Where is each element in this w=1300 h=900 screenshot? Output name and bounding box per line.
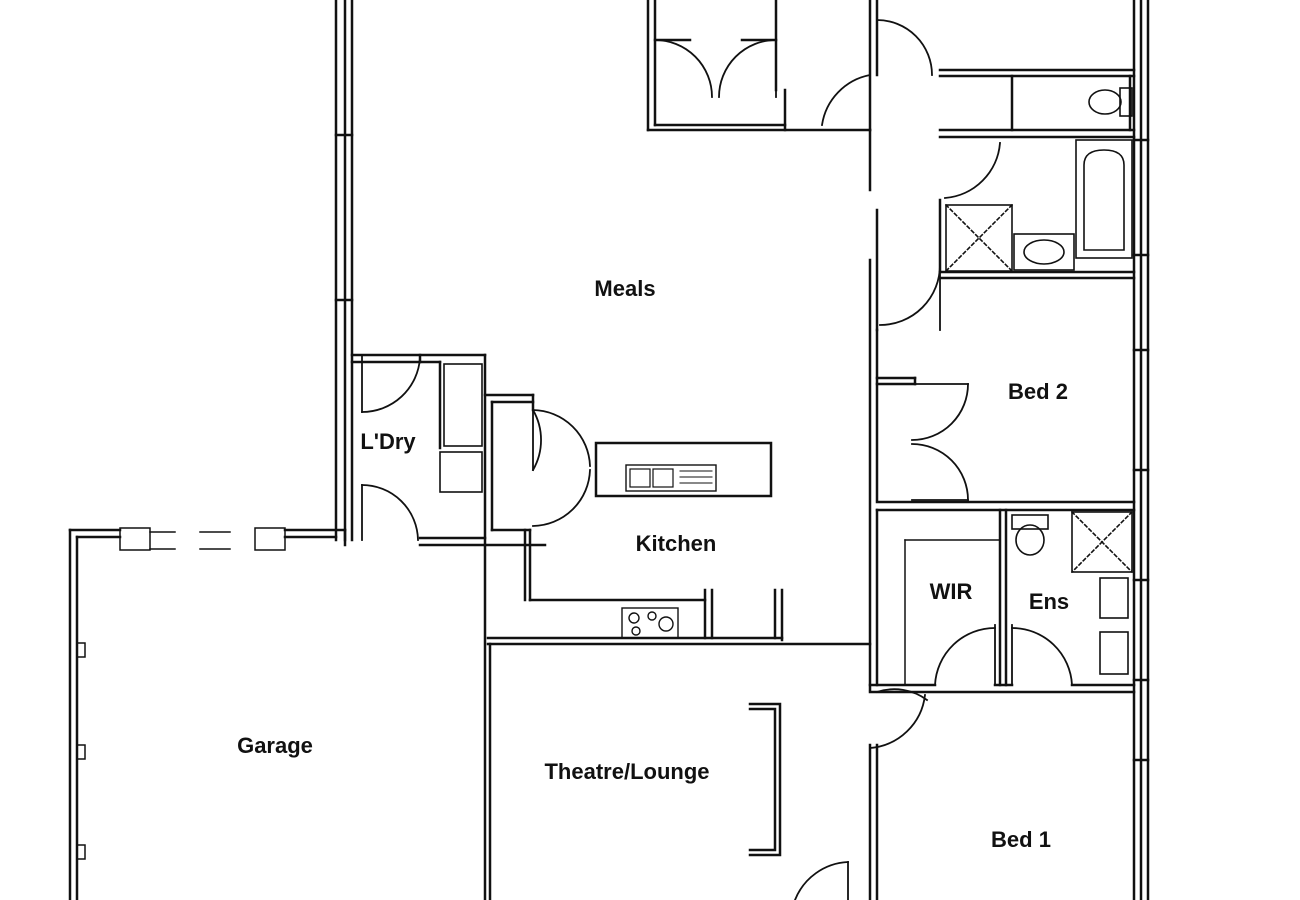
robe-doors-top xyxy=(654,39,777,98)
room-label-kitchen: Kitchen xyxy=(636,531,717,556)
wir-ensuite-walls xyxy=(868,508,1136,694)
room-label-bed2: Bed 2 xyxy=(1008,379,1068,404)
exterior-wall-west xyxy=(334,0,354,542)
toilet-upper xyxy=(1088,87,1133,117)
wir-ensuite-doors xyxy=(934,624,1073,686)
laundry-fixtures xyxy=(439,363,483,493)
room-label-garage: Garage xyxy=(237,733,313,758)
laundry-doors xyxy=(361,354,421,541)
main-bathroom-fixtures xyxy=(944,139,1133,273)
room-label-meals: Meals xyxy=(594,276,655,301)
bed1-walls xyxy=(868,688,929,900)
hall-walls xyxy=(868,0,1136,692)
hall-doors xyxy=(820,19,1001,331)
room-label-ensuite: Ens xyxy=(1029,589,1069,614)
pantry-doors xyxy=(531,408,591,527)
garage-walls xyxy=(68,527,347,900)
theatre-walls xyxy=(483,543,849,900)
exterior-wall-east xyxy=(1132,0,1150,900)
room-label-wir: WIR xyxy=(930,579,973,604)
bed2-robe-doors xyxy=(911,383,969,501)
room-label-theatre: Theatre/Lounge xyxy=(544,759,709,784)
cooktop xyxy=(621,607,679,639)
kitchen-walls xyxy=(483,393,872,646)
top-storage-room xyxy=(646,0,872,132)
kitchen-island xyxy=(594,441,773,498)
ensuite-fixtures xyxy=(1011,510,1134,675)
room-label-laundry: L'Dry xyxy=(360,429,416,454)
room-label-bed1: Bed 1 xyxy=(991,827,1051,852)
